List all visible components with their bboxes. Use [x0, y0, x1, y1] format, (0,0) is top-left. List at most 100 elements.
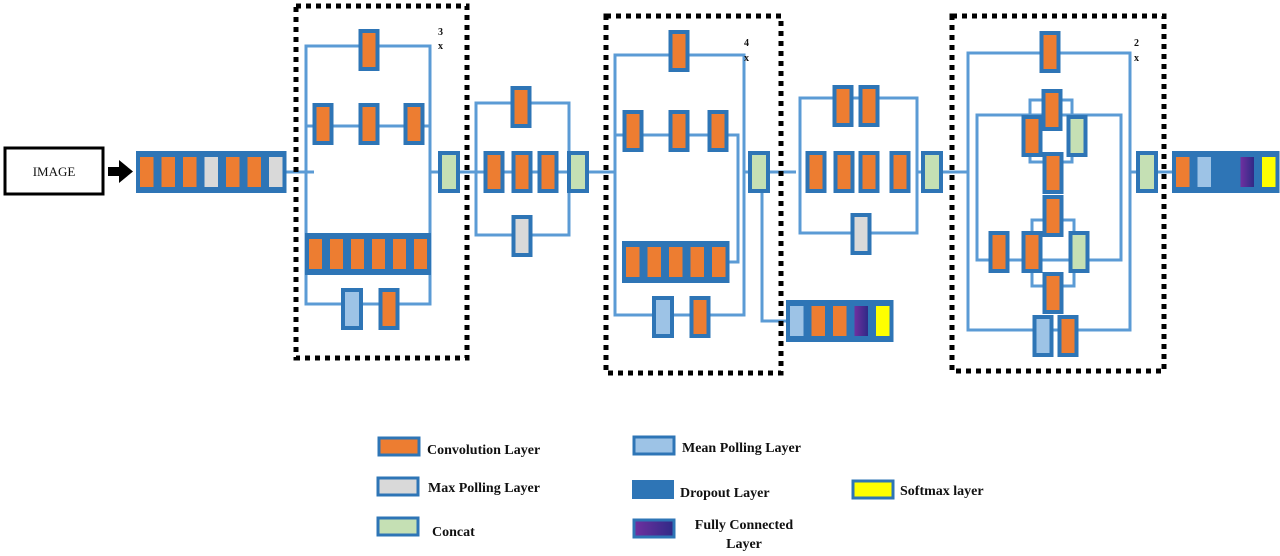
convolution-layer: [378, 288, 400, 330]
convolution-layer: [833, 306, 847, 336]
repeat-block-c: [949, 13, 1167, 374]
legend-item-fully-connected: Fully Connected Layer: [632, 518, 794, 552]
softmax-layer: [876, 306, 890, 336]
legend-label-convolution: Convolution Layer: [427, 443, 540, 458]
convolution-layer: [832, 85, 854, 127]
mean-pooling-layer: [652, 296, 674, 338]
block-a-repeat-suffix: x: [438, 41, 443, 52]
legend-item-mean-pooling: Mean Polling Layer: [632, 435, 801, 456]
convolution-layer: [161, 157, 175, 187]
convolution-layer: [805, 151, 827, 193]
convolution-layer: [330, 239, 343, 269]
max-pooling-layer: [511, 215, 533, 257]
concat-layer: [921, 151, 943, 193]
repeat-blocks: [293, 3, 1167, 376]
convolution-layer: [1039, 31, 1061, 73]
input-image-label: IMAGE: [33, 164, 76, 179]
fully-connected-layer: [854, 306, 868, 336]
convolution-layer: [1042, 152, 1064, 194]
convolution-layer: [414, 239, 427, 269]
convolution-layer: [811, 306, 825, 336]
legend-label-concat: Concat: [432, 525, 475, 540]
block-a-repeat-number: 3: [438, 27, 443, 38]
convolution-layer: [247, 157, 261, 187]
legend-label-max-pooling: Max Polling Layer: [428, 481, 540, 496]
mean-pooling-layer: [1032, 315, 1054, 357]
convolution-layer: [626, 247, 640, 277]
dropout-layer: [1219, 153, 1233, 191]
convolution-layer: [393, 239, 406, 269]
concat-layer: [1068, 231, 1090, 273]
convolution-layer: [309, 239, 322, 269]
concat-layer: [748, 151, 770, 193]
legend-item-max-pooling: Max Polling Layer: [376, 476, 540, 497]
convolution-layer: [668, 30, 690, 72]
fully-connected-layer: [1240, 157, 1254, 187]
convolution-layer: [140, 157, 154, 187]
legend: Convolution Layer Max Polling Layer Conc…: [376, 435, 984, 552]
block-b-repeat-number: 4: [744, 38, 749, 49]
convolution-layer: [372, 239, 385, 269]
auxiliary-branch-line: [760, 190, 788, 323]
convolution-layer: [312, 103, 334, 145]
mean-pooling-layer: [341, 288, 363, 330]
convolution-layer: [537, 151, 559, 193]
convolution-layer: [358, 103, 380, 145]
convolution-layer: [858, 151, 880, 193]
convolution-layer: [833, 151, 855, 193]
convolution-layer: [889, 151, 911, 193]
convolution-layer: [226, 157, 240, 187]
legend-label-dropout: Dropout Layer: [680, 486, 770, 501]
repeat-block-b: [603, 13, 784, 376]
convolution-layer: [483, 151, 505, 193]
convolution-layer: [1021, 115, 1043, 157]
mean-pooling-layer: [790, 306, 804, 336]
convolution-layer: [1042, 272, 1064, 314]
convolution-layer: [1021, 231, 1043, 273]
auxiliary-head-layers: [786, 300, 894, 342]
convolution-layer: [622, 110, 644, 152]
convolution-layer: [690, 247, 704, 277]
concat-layer: [1066, 115, 1088, 157]
repeat-block-a: [293, 3, 470, 361]
concat-layer: [1136, 151, 1158, 193]
convolution-layer: [403, 103, 425, 145]
block-b-repeat-suffix: x: [744, 53, 749, 64]
legend-label-fully-connected-1: Fully Connected: [695, 518, 794, 533]
mean-pooling-layer: [1197, 157, 1211, 187]
softmax-layer: [1262, 157, 1276, 187]
block-c-repeat-suffix: x: [1134, 53, 1139, 64]
legend-item-softmax: Softmax layer: [851, 479, 984, 500]
input-arrow-icon: [108, 160, 133, 183]
block-a-conv-stack: [305, 233, 431, 275]
legend-item-convolution: Convolution Layer: [377, 436, 540, 458]
convolution-layer: [668, 110, 690, 152]
max-pooling-layer: [850, 213, 872, 255]
legend-label-softmax: Softmax layer: [900, 484, 984, 499]
max-pooling-layer: [204, 157, 218, 187]
input-image-box: IMAGE: [3, 146, 105, 196]
legend-label-fully-connected-2: Layer: [726, 537, 762, 552]
convolution-layer: [351, 239, 364, 269]
concat-layer: [567, 151, 589, 193]
convolution-layer: [358, 29, 380, 71]
convolution-layer: [1057, 315, 1079, 357]
convolution-layer: [183, 157, 197, 187]
block-a-conv-stack-frame: [305, 233, 431, 275]
convolution-layer: [669, 247, 683, 277]
stem-layers: [136, 151, 287, 193]
convolution-layer: [1176, 157, 1190, 187]
convolution-layer: [707, 110, 729, 152]
block-c-repeat-number: 2: [1134, 38, 1139, 49]
convolution-layer: [647, 247, 661, 277]
convolution-layer: [510, 86, 532, 128]
convolution-layer: [511, 151, 533, 193]
legend-item-concat: Concat: [376, 516, 475, 540]
convolution-layer: [858, 85, 880, 127]
concat-layer: [438, 151, 460, 193]
block-b-conv-stack: [622, 241, 730, 283]
convolution-layer: [988, 231, 1010, 273]
convolution-layer: [712, 247, 726, 277]
layer-boxes: [136, 29, 1280, 357]
